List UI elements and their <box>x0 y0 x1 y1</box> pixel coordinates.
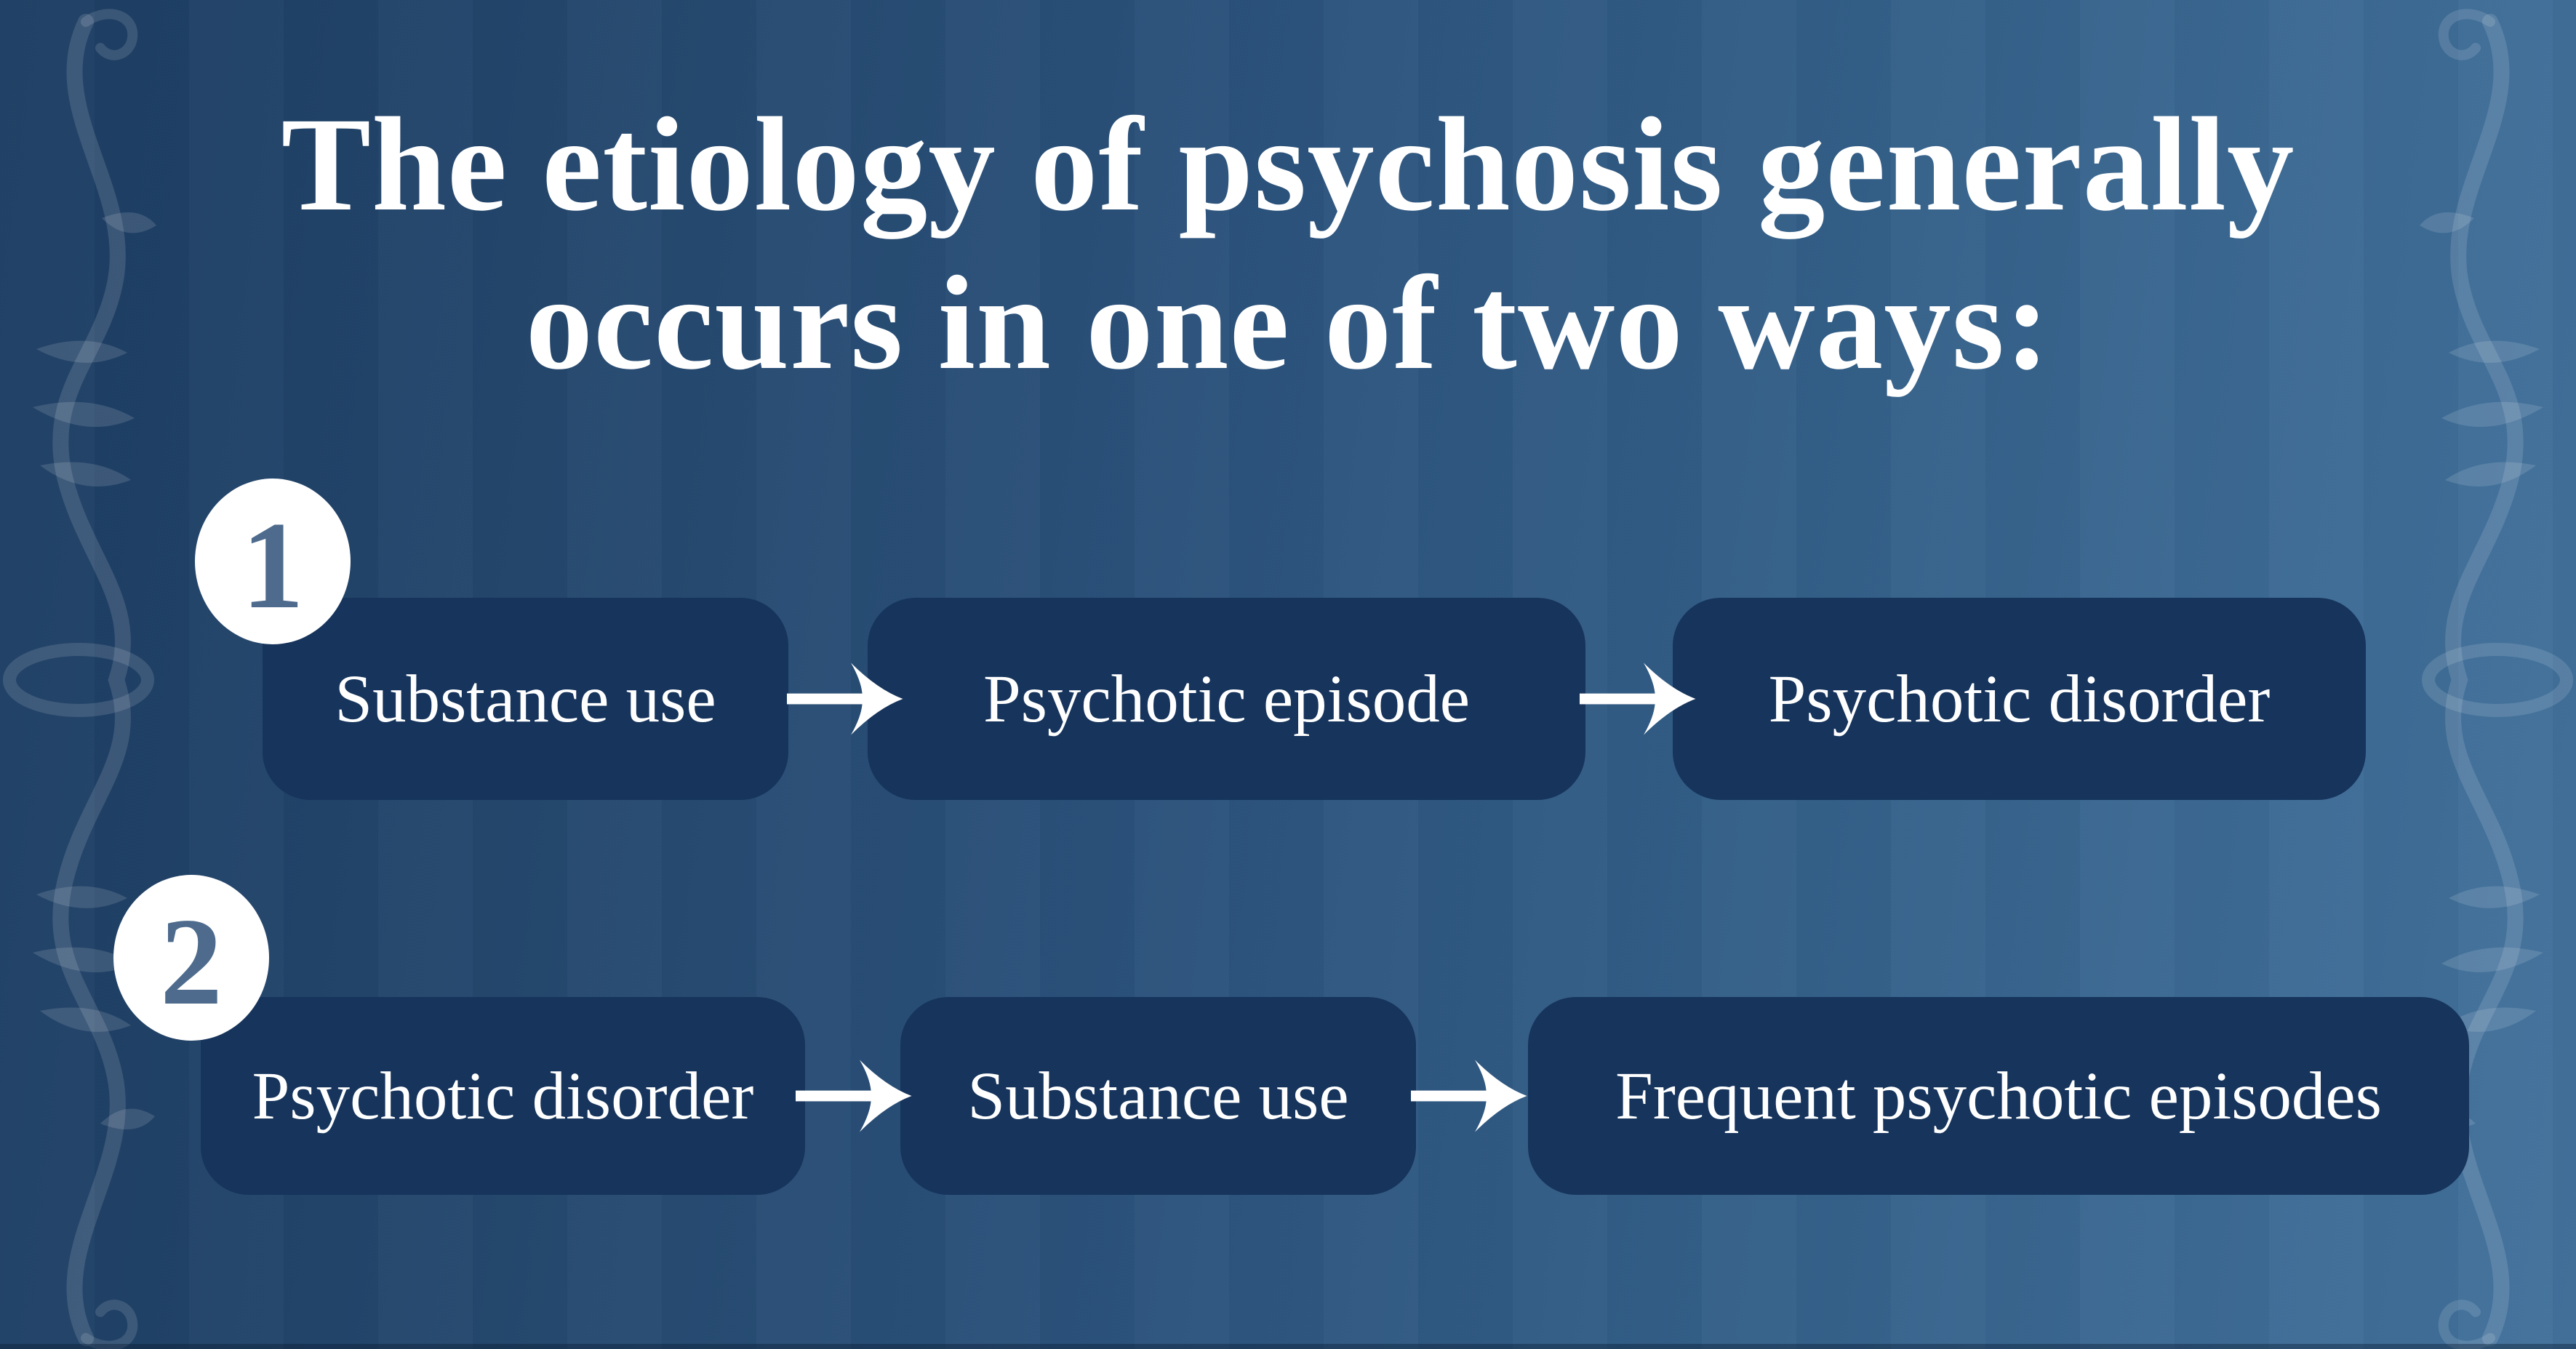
flourish-ornament-left-icon <box>3 9 156 1349</box>
arrow-right-icon <box>787 663 903 735</box>
bottom-edge <box>0 1344 2576 1349</box>
flow-1-number: 1 <box>241 497 304 635</box>
flow-2-step-1-label: Psychotic disorder <box>252 1058 754 1134</box>
flow-1-step-1-box: Substance use <box>263 598 788 800</box>
arrow-right-icon <box>1411 1060 1527 1132</box>
flow-1-number-badge: 1 <box>195 479 351 644</box>
flow-2-step-2-label: Substance use <box>967 1058 1349 1134</box>
flow-2-step-1-box: Psychotic disorder <box>201 997 805 1195</box>
flow-2-number-badge: 2 <box>113 875 269 1041</box>
title-line-2: occurs in one of two ways: <box>525 249 2051 398</box>
flow-1-step-2-label: Psychotic episode <box>983 661 1470 737</box>
flow-2-number: 2 <box>160 893 223 1031</box>
flow-2-step-3-box: Frequent psychotic episodes <box>1528 997 2469 1195</box>
flow-2-step-2-box: Substance use <box>900 997 1416 1195</box>
flow-1-step-1-label: Substance use <box>335 661 716 737</box>
arrow-right-icon <box>1580 663 1696 735</box>
arrow-right-icon <box>796 1060 912 1132</box>
flow-1-step-3-label: Psychotic disorder <box>1768 661 2271 737</box>
flow-1-step-2-box: Psychotic episode <box>868 598 1585 800</box>
page-title: The etiology of psychosis generally occu… <box>0 86 2576 403</box>
flow-2-step-3-label: Frequent psychotic episodes <box>1615 1058 2382 1134</box>
flow-1-step-3-box: Psychotic disorder <box>1673 598 2366 800</box>
title-line-1: The etiology of psychosis generally <box>281 90 2295 239</box>
